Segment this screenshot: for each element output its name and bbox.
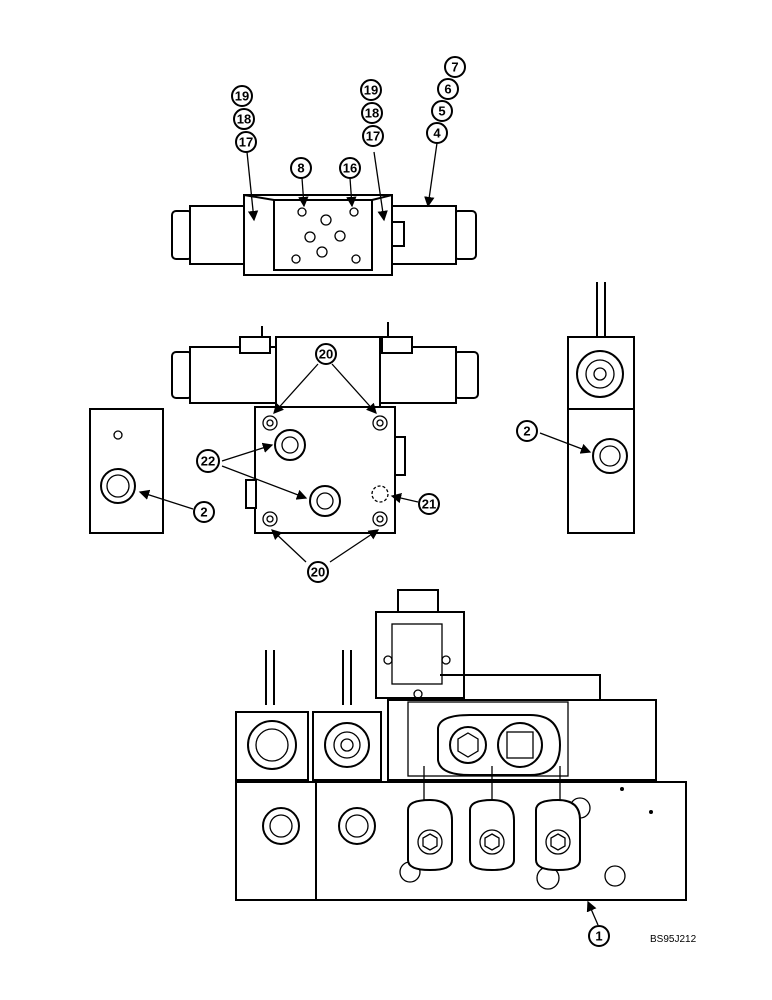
- reference-code: BS95J212: [650, 934, 697, 945]
- small-solenoid-3: [535, 766, 581, 872]
- callout-4: 4: [433, 126, 441, 141]
- callout-16: 16: [343, 161, 357, 176]
- callout-19-left: 19: [235, 89, 249, 104]
- callout-21-group: 21: [418, 493, 440, 515]
- callout-group-top-mid-right: 19 18 17: [360, 79, 384, 147]
- callout-2-left-group: 2: [193, 501, 215, 523]
- callout-2-left: 2: [200, 505, 207, 520]
- callout-5: 5: [438, 104, 445, 119]
- callout-2-right-group: 2: [516, 420, 538, 442]
- callout-7: 7: [451, 60, 458, 75]
- callout-20-lower-group: 20: [307, 561, 329, 583]
- callout-17-right: 17: [366, 129, 380, 144]
- callout-22: 22: [201, 454, 215, 469]
- callout-20-lower: 20: [311, 565, 325, 580]
- callout-20-upper: 20: [319, 347, 333, 362]
- callout-1: 1: [595, 929, 602, 944]
- callout-group-top-mid: 8 16: [290, 157, 361, 179]
- callout-2-right: 2: [523, 424, 530, 439]
- front-leaders: [221, 363, 419, 563]
- top-leaders: [246, 142, 438, 222]
- small-solenoid-1: [407, 766, 453, 872]
- small-solenoid-2: [469, 766, 515, 872]
- left-side-block: [89, 408, 194, 534]
- callout-18-left: 18: [237, 112, 251, 127]
- callout-21: 21: [422, 497, 436, 512]
- callout-8: 8: [297, 161, 304, 176]
- callout-6: 6: [444, 82, 451, 97]
- callout-group-top-right: 7 6 5 4: [426, 56, 466, 144]
- callout-group-top-left: 19 18 17: [231, 85, 257, 153]
- right-side-view: [539, 282, 635, 534]
- callout-18-right: 18: [365, 106, 379, 121]
- callout-22-group: 22: [196, 449, 220, 473]
- valve-top-view: [171, 194, 477, 276]
- callout-17-left: 17: [239, 135, 253, 150]
- callout-19-right: 19: [364, 83, 378, 98]
- callout-1-group: 1: [588, 925, 610, 947]
- manifold-assembly: [235, 589, 687, 926]
- valve-front-view: [171, 322, 479, 534]
- callout-20-upper-group: 20: [315, 343, 337, 365]
